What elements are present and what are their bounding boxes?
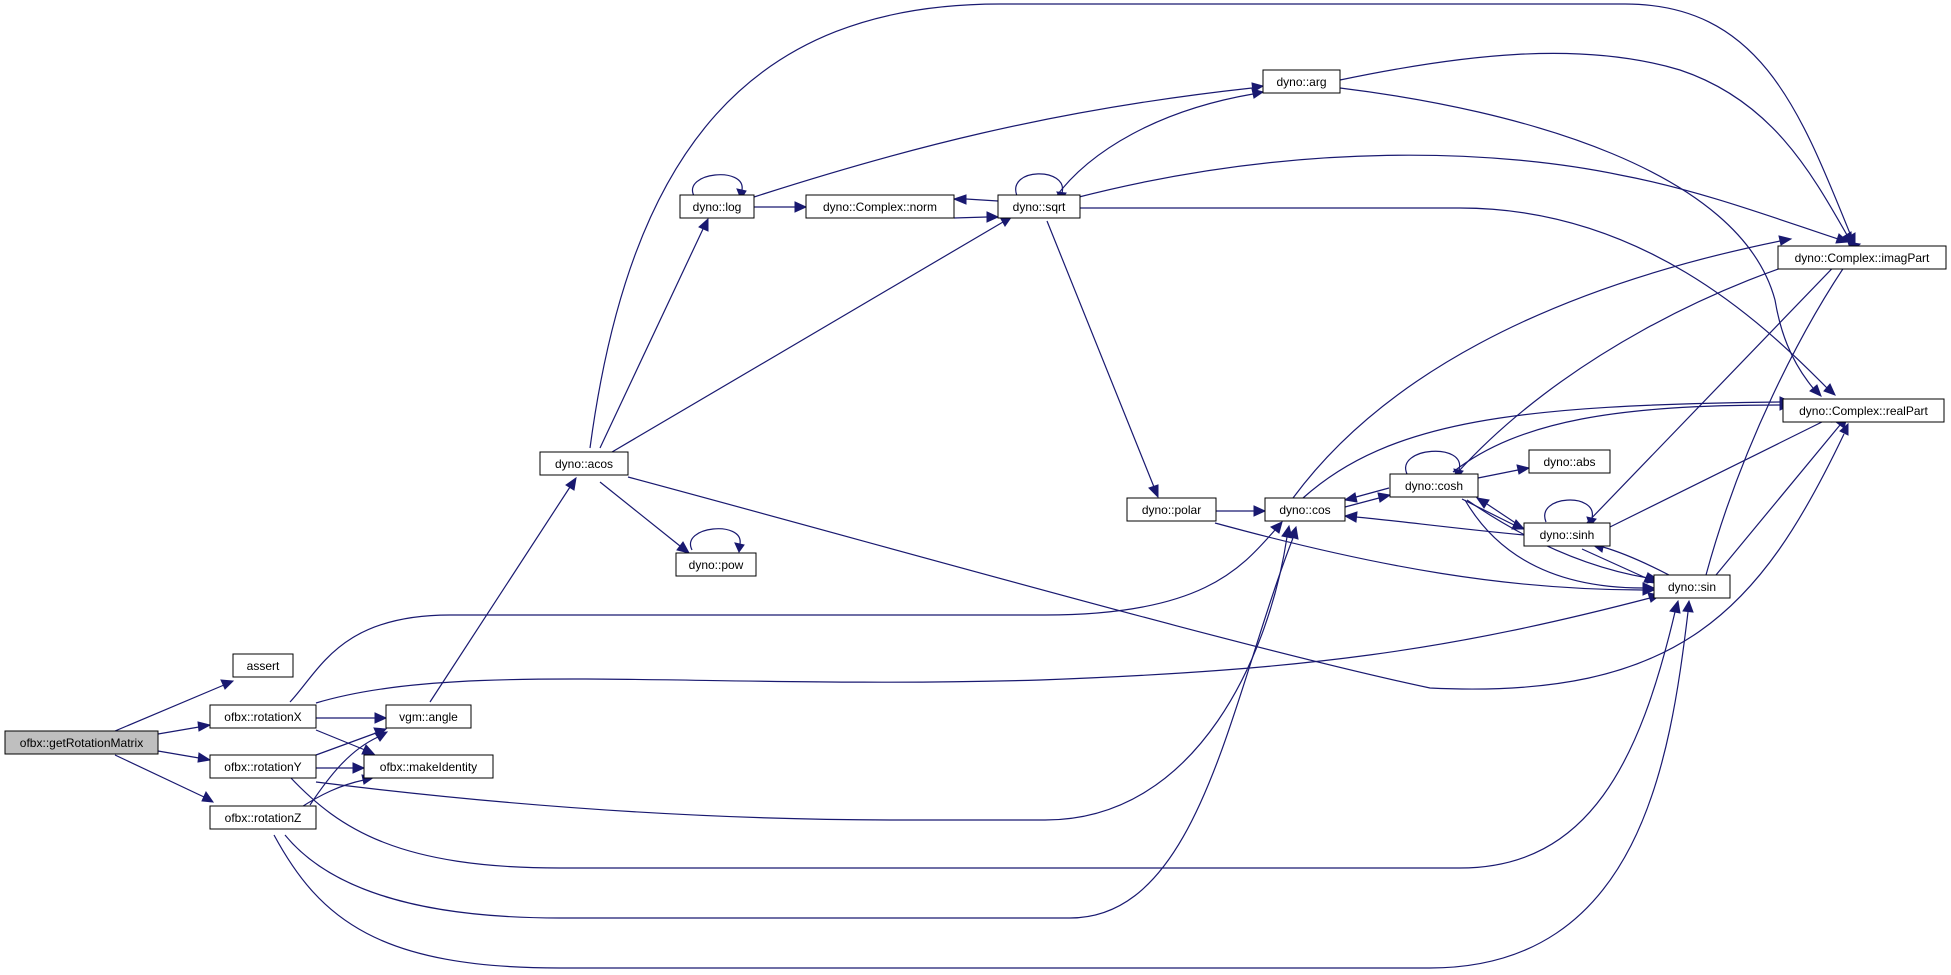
node-log[interactable]: dyno::log (679, 194, 755, 219)
edge-acos-log (599, 217, 709, 449)
edge-arg-realpart (1339, 87, 1822, 397)
edge-pow-pow (689, 528, 745, 554)
node-rotation-y[interactable]: ofbx::rotationY (209, 754, 317, 779)
edge-getrotationmatrix-rotationx (157, 721, 212, 735)
edge-sinh-sin (1581, 548, 1658, 584)
node-label: assert (247, 659, 280, 673)
node-rotation-z[interactable]: ofbx::rotationZ (209, 805, 317, 830)
edge-sqrt-realpart (1080, 207, 1836, 396)
node-label: dyno::cos (1279, 503, 1330, 517)
edge-rotationy-makeidentity (316, 762, 366, 774)
node-label: dyno::cosh (1405, 479, 1463, 493)
node-label: dyno::pow (689, 558, 744, 572)
node-label: dyno::abs (1543, 455, 1595, 469)
node-make-identity[interactable]: ofbx::makeIdentity (363, 754, 494, 779)
node-label: ofbx::getRotationMatrix (20, 736, 143, 750)
edge-acos-imagpart (589, 3, 1856, 449)
node-arg[interactable]: dyno::arg (1262, 69, 1341, 94)
node-rotation-x[interactable]: ofbx::rotationX (209, 704, 317, 729)
node-abs[interactable]: dyno::abs (1528, 449, 1611, 474)
node-label: dyno::Complex::norm (823, 200, 937, 214)
edge-rotationx-angle (316, 712, 388, 724)
edge-sqrt-norm (952, 194, 999, 205)
edge-sinh-cosh (1475, 497, 1527, 531)
edge-cos-cosh (1344, 492, 1392, 508)
edge-sinh-cos (1343, 511, 1525, 536)
edge-rotationz-angle (309, 731, 389, 806)
edge-acos-sqrt (611, 215, 1014, 453)
edge-sin-realpart (1715, 416, 1848, 576)
edge-cosh-sin-outer (1464, 499, 1656, 594)
edge-sinh-imagpart (1582, 243, 1857, 528)
edge-log-arg (753, 82, 1265, 198)
node-label: ofbx::makeIdentity (380, 760, 477, 774)
node-label: dyno::sqrt (1013, 200, 1066, 214)
edge-sinh-realpart (1609, 412, 1842, 528)
node-complex-real-part[interactable]: dyno::Complex::realPart (1782, 398, 1945, 423)
node-assert[interactable]: assert (232, 653, 294, 678)
edge-polar-cos (1216, 505, 1267, 517)
edge-cosh-realpart (1452, 399, 1793, 473)
node-cos[interactable]: dyno::cos (1264, 497, 1346, 522)
edge-sqrt-arg (1054, 88, 1265, 199)
node-label: dyno::arg (1276, 75, 1326, 89)
edge-rotationz-sin (273, 599, 1694, 969)
node-acos[interactable]: dyno::acos (539, 451, 629, 476)
node-cosh[interactable]: dyno::cosh (1389, 473, 1479, 498)
node-label: dyno::sinh (1540, 528, 1595, 542)
node-label: dyno::sin (1668, 580, 1716, 594)
edge-arg-imagpart (1339, 52, 1853, 246)
node-pow[interactable]: dyno::pow (675, 552, 757, 577)
edge-getrotationmatrix-rotationz (114, 754, 215, 803)
edge-rotationx-cos (289, 521, 1283, 703)
edge-log-norm (754, 201, 808, 213)
node-label: ofbx::rotationY (224, 760, 301, 774)
edge-rotationy-angle (315, 727, 388, 756)
edge-angle-acos (429, 476, 577, 703)
edge-sqrt-polar (1046, 220, 1159, 499)
node-complex-norm[interactable]: dyno::Complex::norm (805, 194, 955, 219)
edge-cosh-abs (1477, 464, 1531, 479)
node-polar[interactable]: dyno::polar (1126, 497, 1217, 522)
node-label: vgm::angle (399, 710, 458, 724)
edge-norm-sqrt (953, 211, 1000, 223)
node-label: dyno::acos (555, 457, 613, 471)
node-label: dyno::Complex::imagPart (1795, 251, 1930, 265)
edge-rotationy-sin (289, 599, 1681, 869)
edge-cosh-imagpart (1457, 241, 1862, 473)
edge-cosh-cos (1343, 487, 1390, 503)
node-label: ofbx::rotationX (224, 710, 301, 724)
node-vgm-angle[interactable]: vgm::angle (385, 704, 472, 729)
edge-getrotationmatrix-assert (114, 679, 235, 732)
node-label: ofbx::rotationZ (225, 811, 302, 825)
node-sinh[interactable]: dyno::sinh (1523, 522, 1611, 547)
node-label: dyno::log (693, 200, 742, 214)
edge-rotationx-sin (315, 592, 1662, 704)
node-label: dyno::Complex::realPart (1799, 404, 1928, 418)
node-get-rotation-matrix[interactable]: ofbx::getRotationMatrix (4, 730, 159, 755)
node-sin[interactable]: dyno::sin (1653, 574, 1731, 599)
node-complex-imag-part[interactable]: dyno::Complex::imagPart (1777, 245, 1947, 270)
edge-rotationz-cos (284, 525, 1299, 919)
edge-acos-pow (599, 481, 690, 554)
node-label: dyno::polar (1142, 503, 1201, 517)
edge-cos-imagpart (1292, 235, 1793, 499)
edge-rotationx-makeidentity (315, 729, 376, 755)
edge-sqrt-imagpart (1074, 154, 1850, 244)
node-sqrt[interactable]: dyno::sqrt (997, 194, 1081, 219)
edge-getrotationmatrix-rotationy (157, 750, 212, 763)
